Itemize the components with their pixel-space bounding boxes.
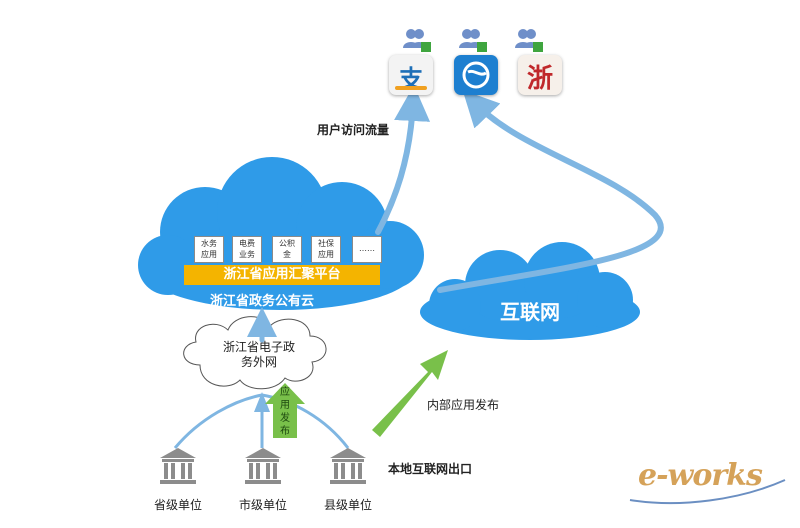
service-label: 电费业务: [239, 239, 255, 259]
service-label: 公积金: [279, 239, 295, 259]
platform-banner: 浙江省应用汇聚平台: [184, 265, 380, 285]
internet-to-app-arrow: [437, 90, 664, 293]
building-county-icon: [330, 448, 366, 484]
gov-cloud-shape: [138, 157, 424, 310]
zhejiang-app-icon[interactable]: 浙: [518, 55, 562, 95]
county-unit-label: 县级单位: [323, 498, 372, 512]
city-unit-label: 市级单位: [238, 498, 287, 512]
service-label: 水务应用: [201, 239, 217, 259]
users-icon: [459, 29, 487, 52]
extranet-label: 浙江省电子政 务外网: [214, 340, 304, 370]
users-icon: [403, 29, 431, 52]
eworks-watermark: e-works: [638, 458, 763, 493]
internal-publish-arrow: [372, 350, 448, 437]
gov-service-app-icon[interactable]: [454, 55, 498, 95]
building-city-icon: [245, 448, 281, 484]
extranet-up-arrow: [254, 392, 270, 412]
extranet-label-line2: 务外网: [240, 355, 277, 369]
service-box-electricity[interactable]: 电费业务: [232, 236, 262, 263]
gov-cloud-label: 浙江省政务公有云: [210, 294, 315, 309]
service-label: ……: [359, 244, 375, 253]
internal-publish-label: 内部应用发布: [427, 398, 500, 412]
service-box-fund[interactable]: 公积金: [272, 236, 302, 263]
users-icon: [515, 29, 543, 52]
service-box-water[interactable]: 水务应用: [194, 236, 224, 263]
service-label: 社保应用: [318, 239, 334, 259]
service-box-more[interactable]: ……: [352, 236, 382, 263]
user-traffic-arrow: [375, 85, 431, 235]
extranet-label-line1: 浙江省电子政: [222, 340, 295, 354]
watermark-swoosh: [629, 479, 786, 505]
internet-cloud-label: 互联网: [500, 300, 560, 324]
alipay-app-icon[interactable]: 支: [389, 55, 433, 95]
app-publish-arrow: [265, 383, 305, 438]
service-box-social[interactable]: 社保应用: [311, 236, 341, 263]
extranet-cloud-shape: [183, 316, 327, 390]
internet-cloud-shape: [420, 242, 640, 340]
zhejiang-glyph: 浙: [526, 64, 553, 94]
user-traffic-label: 用户访问流量: [317, 123, 390, 137]
province-unit-label: 省级单位: [153, 498, 202, 512]
app-publish-label: 应用发布: [280, 387, 290, 437]
local-exit-label: 本地互联网出口: [388, 462, 473, 476]
building-province-icon: [160, 448, 196, 484]
